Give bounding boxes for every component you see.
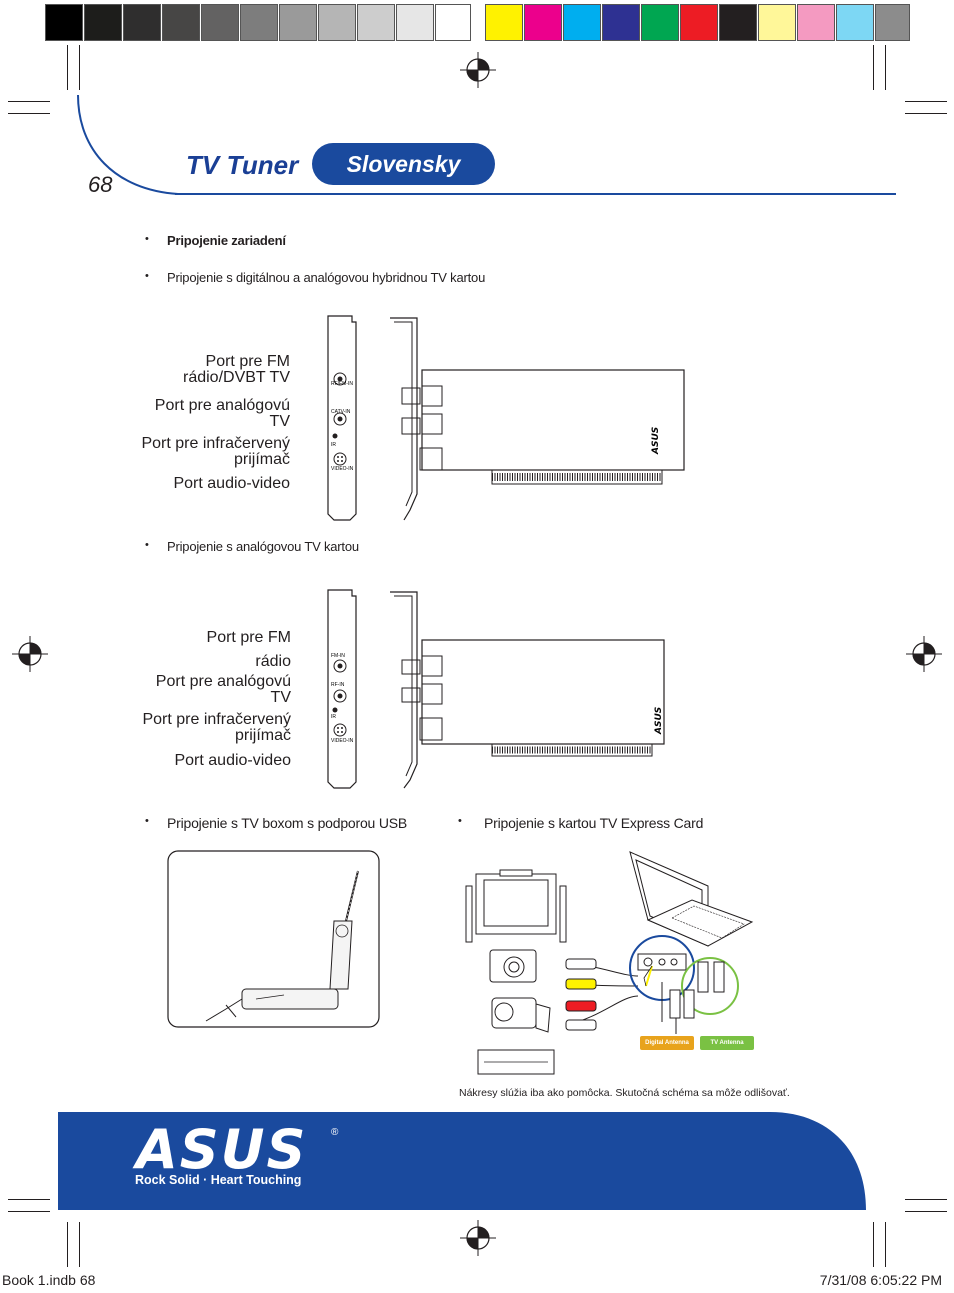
page-title: TV Tuner [186, 150, 299, 180]
registration-mark-top [460, 52, 496, 88]
express-card-illustration [465, 851, 754, 1075]
usb-tv-box-illustration [167, 850, 380, 1028]
asus-logo: ASUS [136, 1118, 308, 1181]
svg-text:VIDEO-IN: VIDEO-IN [331, 738, 354, 744]
footer-band [58, 1112, 868, 1210]
label-av-port-2: Port audio-video [174, 752, 291, 769]
language-badge: Slovensky [312, 143, 495, 185]
analog-tv-card-illustration: FM-IN RF-IN IR VIDEO-IN ASUS [327, 589, 665, 789]
svg-text:FM-IN: FM-IN [331, 653, 345, 659]
registration-mark-bottom [460, 1220, 496, 1256]
slug-right: 7/31/08 6:05:22 PM [819, 1272, 942, 1288]
gray-color-bar [45, 2, 471, 41]
page-number: 68 [88, 172, 113, 197]
header-arc [77, 95, 179, 195]
slogan: Rock Solid · Heart Touching [135, 1173, 302, 1187]
disclaimer-note: Nákresy slúžia iba ako pomôcka. Skutočná… [459, 1087, 790, 1099]
registration-mark-right [906, 636, 942, 672]
registration-mark-left [12, 636, 48, 672]
label-ir-port: Port pre infračervený prijímač [141, 435, 290, 468]
process-color-bar [485, 2, 910, 41]
hybrid-tv-card-illustration: RF/FM-IN CATV-IN IR VIDEO-IN ASUS [327, 315, 685, 521]
svg-text:IR: IR [331, 714, 336, 720]
svg-text:IR: IR [331, 442, 336, 448]
label-ir-port-2: Port pre infračervený prijímač [142, 711, 291, 744]
header-rule [175, 193, 896, 195]
label-fm-port: Port pre FM rádio [206, 629, 291, 670]
svg-text:RF-IN: RF-IN [331, 682, 345, 688]
registered-mark: ® [331, 1127, 339, 1138]
label-av-port: Port audio-video [173, 475, 290, 492]
svg-text:ASUS: ASUS [654, 707, 664, 735]
svg-text:VIDEO-IN: VIDEO-IN [331, 466, 354, 472]
slug-left: Book 1.indb 68 [2, 1272, 96, 1288]
svg-text:RF/FM-IN: RF/FM-IN [331, 381, 353, 387]
footer-curve [650, 1112, 868, 1210]
digital-antenna-tag: Digital Antenna [640, 1036, 694, 1050]
label-fm-dvbt-port: Port pre FM rádio/DVBT TV [182, 353, 290, 386]
tv-antenna-tag: TV Antenna [700, 1036, 754, 1050]
label-analog-tv-port: Port pre analógovú TV [154, 397, 290, 430]
svg-text:ASUS: ASUS [651, 427, 661, 455]
svg-text:CATV-IN: CATV-IN [331, 409, 351, 415]
label-analog-tv-port-2: Port pre analógovú TV [155, 673, 291, 706]
